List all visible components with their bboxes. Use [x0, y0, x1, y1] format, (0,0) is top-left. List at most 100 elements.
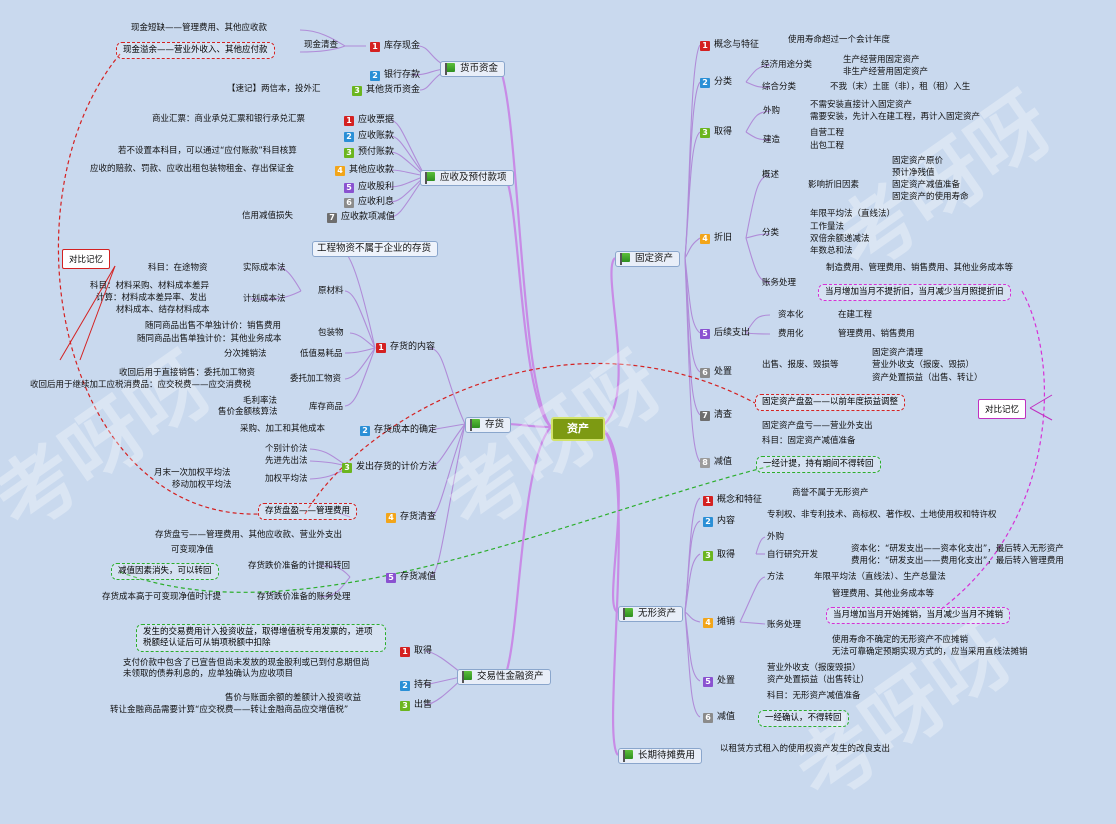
label-chushou-baofei: 出售、报废、毁损等 [762, 360, 839, 370]
label-jihua-1: 科目：材料采购、材料成本差异 [90, 281, 210, 291]
label-yx-4: 固定资产的使用寿命 [892, 192, 969, 202]
label-chengben-note: 采购、加工和其他成本 [240, 424, 326, 434]
label-zijian: 自营工程 [810, 128, 845, 138]
label-shangyu: 商誉不属于无形资产 [792, 488, 869, 498]
label-fyh-note: 管理费用、销售费用 [838, 329, 915, 339]
callout-duibi-left: 对比记忆 [62, 249, 111, 269]
label-jihua-chengben: 计划成本法 [243, 294, 286, 304]
label-bz-2: 随同商品出售单独计价：其他业务成本 [137, 334, 282, 344]
label-yidong: 移动加权平均法 [172, 480, 232, 490]
label-gd-pankui: 固定资产盘亏——营业外支出 [762, 421, 873, 431]
highlight-jiaoyi-feiyong: 发生的交易费用计入投资收益，取得增值税专用发票的，进项税额经认证后可从销项税额中… [136, 624, 386, 652]
label-wx-zbh: 资本化：“研发支出——资本化支出”，最后转入无形资产 [851, 544, 1064, 554]
category-guding[interactable]: 固定资产 [615, 251, 681, 267]
label-wx-cz2: 资产处置损益（出售转让） [767, 675, 870, 685]
label-jihua-2: 计算：材料成本差异率、发出 [96, 293, 207, 303]
category-changqi[interactable]: 长期待摊费用 [618, 748, 703, 764]
category-huobi[interactable]: 货币资金 [440, 61, 506, 77]
label-zonghe: 综合分类 [762, 82, 797, 92]
label-jianzao: 建造 [763, 135, 781, 145]
label-zhuanrang: 转让金融商品需要计算“应交税费——转让金融商品应交增值税” [110, 705, 349, 715]
label-guxi: 支付价款中包含了已宣告但尚未发放的现金股利或已到付息期但尚未领取的债券利息的，应… [123, 658, 370, 679]
label-xianjin-qingcha: 现金清查 [304, 40, 339, 50]
label-xinyong: 信用减值损失 [242, 211, 294, 221]
label-wx-waigou: 外购 [767, 532, 785, 542]
label-ff-3: 双倍余额递减法 [810, 234, 870, 244]
highlight-panying: 存货盘盈——管理费用 [258, 503, 358, 520]
label-wx-fangfa: 方法 [767, 572, 785, 582]
category-wuxing[interactable]: 无形资产 [618, 606, 684, 622]
flag-icon [462, 671, 472, 683]
label-wx-neirong-note: 专利权、非专利技术、商标权、著作权、土地使用权和特许权 [767, 510, 997, 520]
label-wx-zw1: 管理费用、其他业务成本等 [832, 589, 935, 599]
category-cunhuo[interactable]: 存货 [465, 417, 512, 433]
category-yingshou[interactable]: 应收及预付款项 [420, 170, 514, 186]
highlight-wx-bude-zhuanhui: 一经确认，不得转回 [758, 710, 849, 727]
label-bz-1: 随同商品出售不单独计价：销售费用 [145, 321, 282, 331]
label-wg-1: 不需安装直接计入固定资产 [810, 100, 913, 110]
highlight-gd-bude-zhuanhui: 一经计提，持有期间不得转回 [756, 456, 881, 473]
label-gaoyu: 存货成本高于可变现净值时计提 [102, 592, 222, 602]
flag-icon [623, 608, 633, 620]
flag-icon [620, 253, 630, 265]
highlight-yiyu: 现金溢余——营业外收入、其他应付款 [116, 42, 275, 59]
label-yuemo: 月末一次加权平均法 [154, 468, 231, 478]
label-shangye-huipiao: 商业汇票：商业承兑汇票和银行承兑汇票 [152, 114, 306, 124]
label-yuancailiao: 原材料 [318, 286, 344, 296]
label-zixing-yanfa: 自行研究开发 [767, 550, 819, 560]
highlight-wx-dangyue: 当月增加当月开始摊销，当月减少当月不摊销 [826, 607, 1011, 624]
label-wt-2: 收回后用于继续加工应税消费品：应交税费——应交消费税 [30, 380, 252, 390]
label-wt-1: 收回后用于直接销售：委托加工物资 [119, 368, 256, 378]
callout-duibi-right: 对比记忆 [978, 399, 1027, 419]
label-chaer: 售价与账面余额的差额计入投资收益 [225, 693, 362, 703]
label-ff-1: 年限平均法（直线法） [810, 209, 896, 219]
label-wg-2: 需要安装，先计入在建工程，再计入固定资产 [810, 112, 981, 122]
label-waigou: 外购 [763, 106, 781, 116]
label-gd-jz-kemu: 科目：固定资产减值准备 [762, 436, 856, 446]
highlight-gd-panying: 固定资产盘盈——以前年度损益调整 [755, 394, 906, 411]
label-dizhi: 低值易耗品 [300, 349, 343, 359]
label-pankui: 存货盘亏——管理费用、其他应收款、营业外支出 [155, 530, 343, 540]
label-shoujia: 售价金额核算法 [218, 407, 278, 417]
label-zhangwu: 存货跌价准备的账务处理 [257, 592, 351, 602]
highlight-zhuanhui: 减值因素消失，可以转回 [111, 563, 219, 580]
category-jiaoyi[interactable]: 交易性金融资产 [457, 669, 551, 685]
label-jiti-zhuanhui: 存货跌价准备的计提和转回 [248, 561, 351, 571]
label-fenci: 分次摊销法 [224, 349, 267, 359]
label-fscjy: 非生产经营用固定资产 [843, 67, 929, 77]
root-node[interactable]: 资产 [551, 417, 605, 441]
label-jihua-3: 材料成本、结存材料成本 [116, 305, 210, 315]
